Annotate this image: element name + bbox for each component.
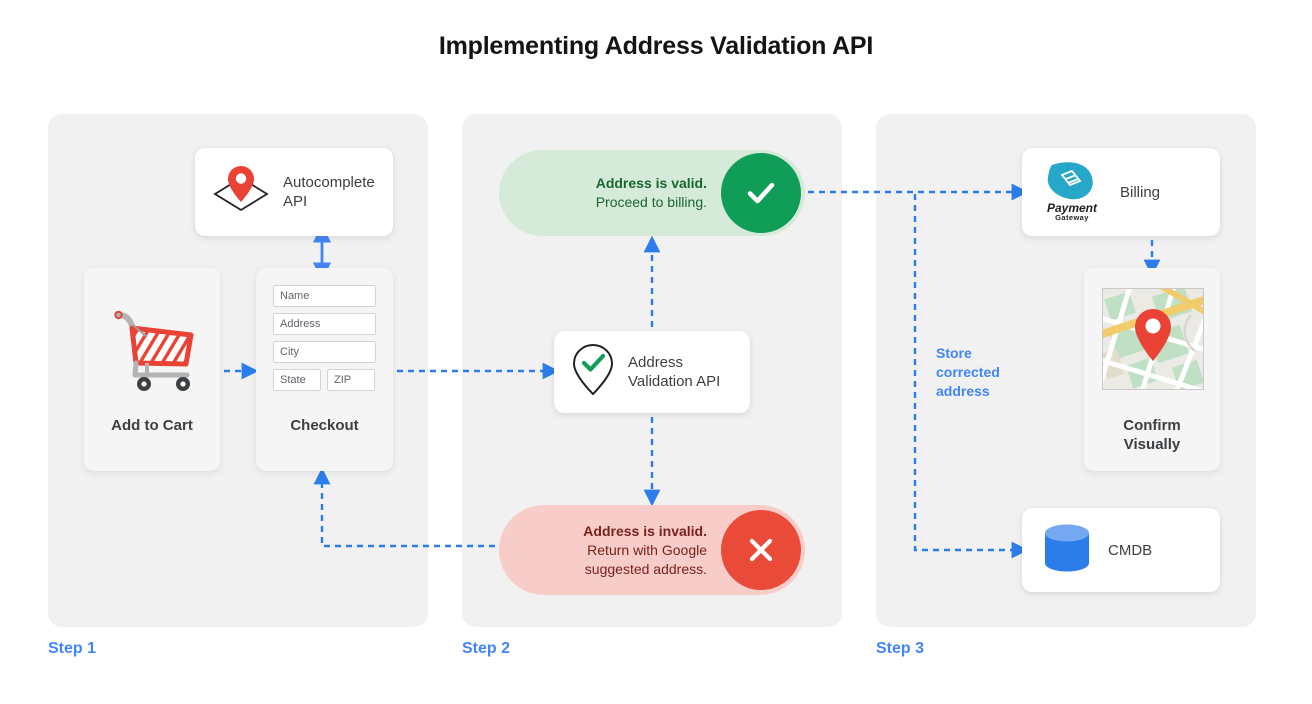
step-3-label: Step 3 — [876, 640, 925, 657]
svg-text:Payment: Payment — [1047, 201, 1098, 215]
payment-gateway-icon: Payment Gateway — [1036, 157, 1108, 228]
address-valid-text: Address is valid. Proceed to billing. — [595, 175, 707, 210]
map-pin-check-icon — [570, 342, 616, 403]
step-1-label: Step 1 — [48, 640, 97, 657]
page-title: Implementing Address Validation API — [438, 32, 874, 60]
zip-field[interactable]: ZIP — [327, 369, 375, 391]
checkout-form: Name Address City State ZIP — [273, 285, 376, 397]
state-field[interactable]: State — [273, 369, 321, 391]
status-pill-address-invalid: Address is invalid. Return with Google s… — [499, 505, 805, 595]
map-thumbnail-icon — [1102, 288, 1204, 390]
card-checkout-label: Checkout — [290, 417, 359, 434]
database-icon — [1040, 520, 1094, 581]
address-invalid-text: Address is invalid. Return with Google s… — [583, 522, 707, 577]
card-add-to-cart-label: Add to Cart — [111, 417, 193, 434]
valid-status-badge — [721, 153, 801, 233]
store-corrected-address-note: Store corrected address — [936, 345, 1000, 399]
close-icon — [749, 538, 773, 562]
svg-text:Gateway: Gateway — [1055, 213, 1089, 222]
invalid-status-badge — [721, 510, 801, 590]
map-pin-diamond-icon — [209, 162, 273, 223]
check-icon — [747, 182, 775, 204]
card-checkout[interactable]: Name Address City State ZIP Checkout — [256, 268, 393, 471]
shopping-cart-icon — [84, 286, 220, 406]
city-field[interactable]: City — [273, 341, 376, 363]
address-field[interactable]: Address — [273, 313, 376, 335]
card-cmdb-label: CMDB — [1108, 541, 1153, 559]
state-zip-row: State ZIP — [273, 369, 376, 397]
card-cmdb[interactable]: CMDB — [1022, 508, 1220, 592]
status-pill-address-valid: Address is valid. Proceed to billing. — [499, 150, 805, 236]
step-2-label: Step 2 — [462, 640, 511, 657]
name-field[interactable]: Name — [273, 285, 376, 307]
card-add-to-cart[interactable]: Add to Cart — [84, 268, 220, 471]
card-billing[interactable]: Payment Gateway Billing — [1022, 148, 1220, 236]
card-billing-label: Billing — [1120, 183, 1161, 201]
